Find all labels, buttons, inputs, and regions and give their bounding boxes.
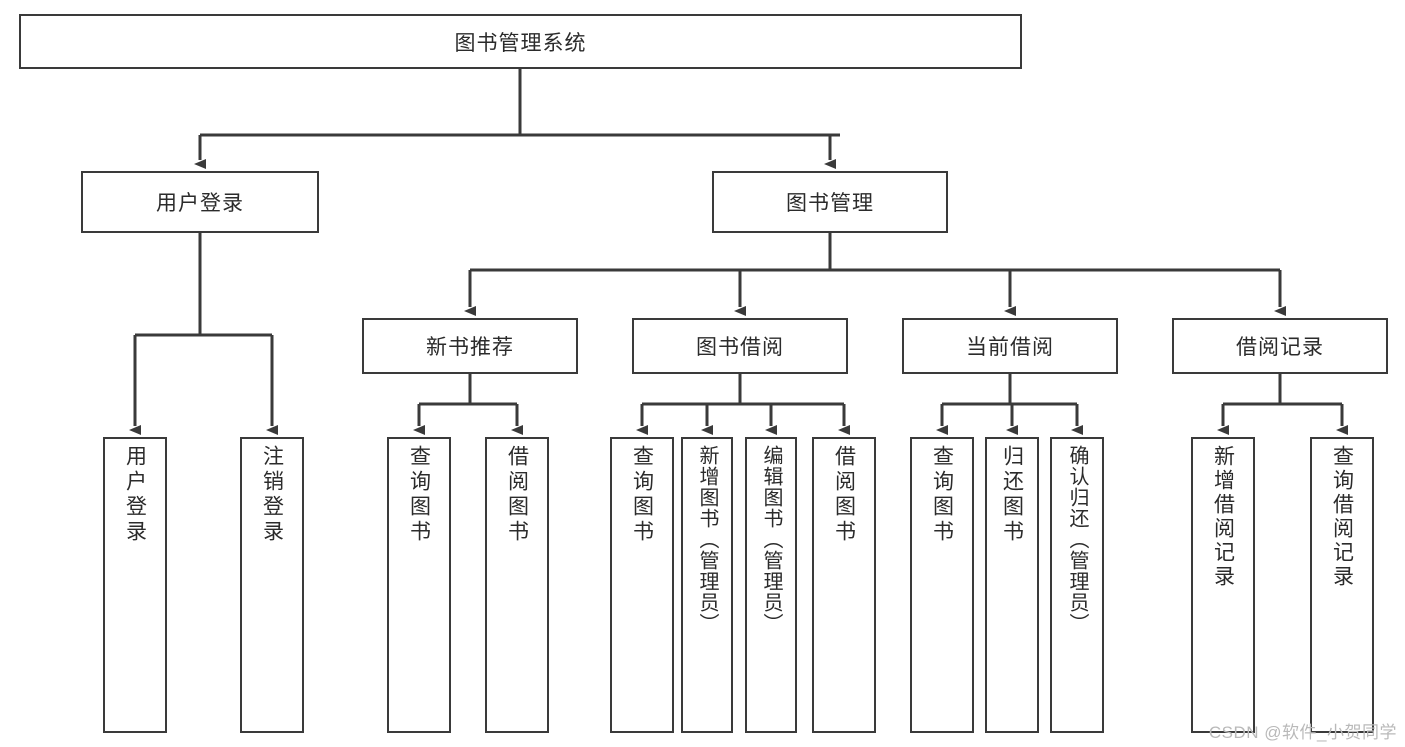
node-new-book-rec[interactable]: 新书推荐 xyxy=(362,318,578,374)
node-label: 编辑图书（管理员） xyxy=(760,445,782,634)
node-leaf-edit-book[interactable]: 编辑图书（管理员） xyxy=(745,437,797,733)
node-leaf-user-login[interactable]: 用户登录 xyxy=(103,437,167,733)
node-label: 借阅图书 xyxy=(505,445,529,545)
node-current-borrow[interactable]: 当前借阅 xyxy=(902,318,1118,374)
node-label: 确认归还（管理员） xyxy=(1066,445,1088,634)
node-label: 用户登录 xyxy=(156,192,244,215)
csdn-watermark: CSDN @软件_小贺同学 xyxy=(1208,723,1397,742)
node-label: 注销登录 xyxy=(260,445,284,545)
node-user-login[interactable]: 用户登录 xyxy=(81,171,319,233)
node-label: 新书推荐 xyxy=(426,336,514,359)
node-leaf-borrow-book[interactable]: 借阅图书 xyxy=(812,437,876,733)
node-label: 当前借阅 xyxy=(966,336,1054,359)
node-leaf-confirm-return[interactable]: 确认归还（管理员） xyxy=(1050,437,1104,733)
node-label: 借阅图书 xyxy=(832,445,856,545)
node-label: 查询图书 xyxy=(930,445,954,545)
node-leaf-logout-login[interactable]: 注销登录 xyxy=(240,437,304,733)
node-borrow-record[interactable]: 借阅记录 xyxy=(1172,318,1388,374)
node-label: 查询图书 xyxy=(630,445,654,545)
node-leaf-query-book-current[interactable]: 查询图书 xyxy=(910,437,974,733)
node-label: 用户登录 xyxy=(123,445,147,545)
node-leaf-query-book-rec[interactable]: 查询图书 xyxy=(387,437,451,733)
node-leaf-borrow-book-rec[interactable]: 借阅图书 xyxy=(485,437,549,733)
node-label: 查询借阅记录 xyxy=(1330,445,1354,589)
node-label: 图书管理系统 xyxy=(454,31,587,55)
node-label: 借阅记录 xyxy=(1236,336,1324,359)
node-label: 新增图书（管理员） xyxy=(696,445,718,634)
node-label: 图书借阅 xyxy=(696,336,784,359)
node-leaf-return-book[interactable]: 归还图书 xyxy=(985,437,1039,733)
node-label: 新增借阅记录 xyxy=(1211,445,1235,589)
node-book-borrow[interactable]: 图书借阅 xyxy=(632,318,848,374)
node-leaf-query-borrow-record[interactable]: 查询借阅记录 xyxy=(1310,437,1374,733)
node-label: 查询图书 xyxy=(407,445,431,545)
node-book-manage[interactable]: 图书管理 xyxy=(712,171,948,233)
node-label: 归还图书 xyxy=(1000,445,1024,545)
node-root-system[interactable]: 图书管理系统 xyxy=(19,14,1022,69)
node-leaf-add-borrow-record[interactable]: 新增借阅记录 xyxy=(1191,437,1255,733)
node-leaf-query-book-borrow[interactable]: 查询图书 xyxy=(610,437,674,733)
node-leaf-add-book[interactable]: 新增图书（管理员） xyxy=(681,437,733,733)
node-label: 图书管理 xyxy=(786,192,874,215)
